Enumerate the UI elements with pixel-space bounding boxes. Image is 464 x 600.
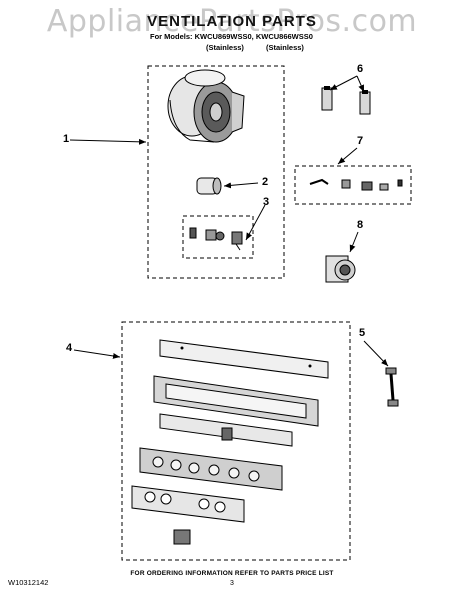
switch-parts <box>189 227 243 251</box>
lamp-part <box>325 255 356 283</box>
finish-label-1: (Stainless) <box>206 43 244 52</box>
page-number: 3 <box>230 580 234 587</box>
finish-label-2: (Stainless) <box>266 43 304 52</box>
callout-8: 8 <box>357 219 364 231</box>
ordering-note: FOR ORDERING INFORMATION REFER TO PARTS … <box>130 570 334 577</box>
group-box-3 <box>182 215 254 259</box>
doc-number: W10312142 <box>8 578 49 587</box>
cable-part <box>385 367 399 407</box>
models-line: For Models: KWCU869WSS0, KWCU866WSS0 <box>150 32 313 41</box>
group-box-4 <box>121 321 351 561</box>
callout-4: 4 <box>66 342 73 354</box>
callout-2: 2 <box>262 176 269 188</box>
callout-6: 6 <box>357 63 364 75</box>
callout-1: 1 <box>63 133 70 145</box>
group-box-1 <box>147 65 285 279</box>
group-box-7 <box>294 165 412 205</box>
callout-3: 3 <box>263 196 270 208</box>
page-title: VENTILATION PARTS <box>147 13 317 30</box>
callout-7: 7 <box>357 135 364 147</box>
callout-5: 5 <box>359 327 366 339</box>
control-panel-parts <box>131 339 329 545</box>
hardware-parts <box>309 178 403 191</box>
capacitor-part <box>196 177 222 195</box>
bracket-parts <box>321 86 371 115</box>
blower-motor-part <box>167 69 245 143</box>
watermark: AppliancePartsPros.com <box>46 4 418 39</box>
